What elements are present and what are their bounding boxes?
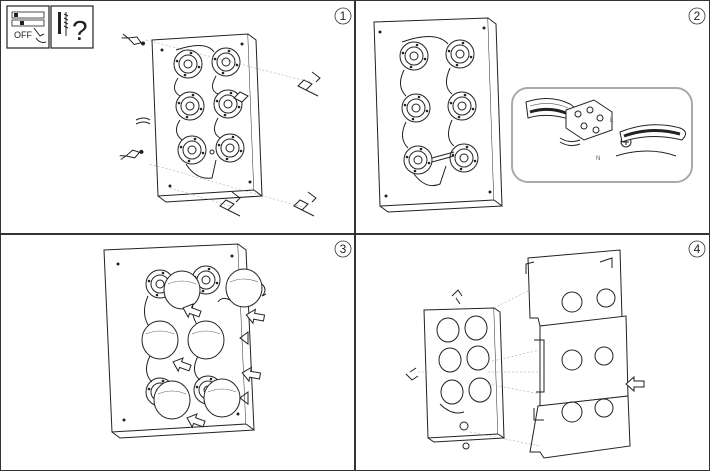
step-1-back-plate xyxy=(151,33,263,203)
question-mark: ? xyxy=(72,15,88,46)
power-off-warning-icon: OFF xyxy=(6,5,50,49)
step-4-number: 4 xyxy=(688,240,706,258)
step-1-wall-plugs xyxy=(118,31,151,162)
neutral-terminal-label: N xyxy=(596,156,600,162)
step-2-number: 2 xyxy=(688,7,706,25)
step-2-number-text: 2 xyxy=(694,9,701,23)
step-4-cover-plate xyxy=(525,249,631,459)
step-3-number: 3 xyxy=(334,240,352,258)
tools-check-icon: ? xyxy=(50,5,94,49)
step-2-back-plate xyxy=(373,17,503,213)
step-1-guide-lines xyxy=(145,39,311,209)
step-4-back-plate xyxy=(423,307,505,443)
step-4-screws xyxy=(405,289,470,450)
step-3-number-text: 3 xyxy=(340,242,347,256)
step-4-arrow xyxy=(625,376,645,392)
step-1-number-text: 1 xyxy=(340,9,347,23)
step-1-panel xyxy=(0,0,355,234)
step-3-lamps xyxy=(141,268,267,420)
live-terminal-label: L xyxy=(610,118,614,124)
terminal-block-callout: L N xyxy=(511,87,693,183)
step-4-guide-lines xyxy=(418,289,541,447)
step-4-number-text: 4 xyxy=(694,242,701,256)
off-label: OFF xyxy=(14,30,32,40)
step-1-number: 1 xyxy=(334,7,352,25)
